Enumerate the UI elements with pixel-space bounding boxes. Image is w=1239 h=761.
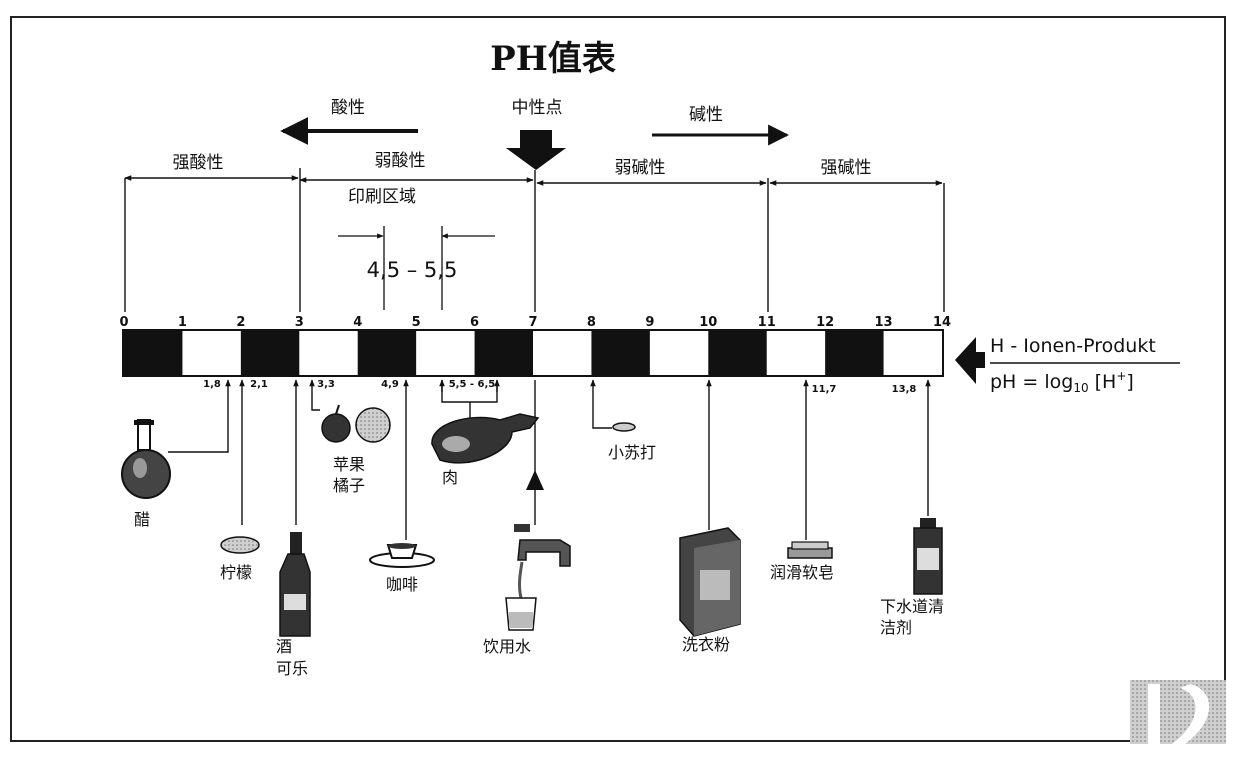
item-detergent: 洗衣粉 — [682, 635, 730, 654]
scale-tick-4: 4 — [353, 315, 362, 330]
item-orange: 橘子 — [333, 476, 365, 495]
item-wine: 酒 — [276, 637, 292, 656]
printing-range-value: 4,5 – 5,5 — [367, 258, 458, 282]
soda-pointer — [590, 379, 612, 429]
scale-tick-13: 13 — [875, 315, 893, 330]
strong-base-label: 强碱性 — [821, 158, 872, 178]
value-2-1: 2,1 — [250, 379, 268, 390]
weak-base-label: 弱碱性 — [615, 158, 666, 178]
item-soda: 小苏打 — [608, 443, 656, 462]
bar-segment-10 — [708, 331, 767, 375]
bar-segment-6 — [474, 331, 533, 375]
tap-icon — [505, 524, 571, 631]
item-cleaner-2: 洁剂 — [880, 618, 912, 637]
value-13-8: 13,8 — [892, 384, 917, 395]
value-4-9: 4,9 — [381, 379, 399, 390]
lemon-icon — [220, 536, 260, 554]
value-11-7: 11,7 — [812, 384, 837, 395]
item-soap: 润滑软皂 — [770, 563, 834, 582]
coffee-cup-icon — [369, 543, 435, 568]
scale-tick-8: 8 — [587, 315, 596, 330]
soap-bar-icon — [787, 541, 833, 559]
scale-tick-11: 11 — [758, 315, 776, 330]
page-border — [10, 16, 1226, 742]
formula-arrow — [955, 337, 976, 384]
apple-orange-icon — [321, 404, 391, 443]
scale-tick-1: 1 — [178, 315, 187, 330]
bar-segment-12 — [825, 331, 884, 375]
scale-tick-5: 5 — [412, 315, 421, 330]
vinegar-pointer — [168, 379, 231, 453]
scale-tick-14: 14 — [933, 315, 951, 330]
water-arrow-head — [526, 470, 544, 490]
bar-segment-8 — [591, 331, 650, 375]
scale-tick-6: 6 — [470, 315, 479, 330]
item-lemon: 柠檬 — [220, 563, 252, 582]
item-cleaner-1: 下水道清 — [880, 597, 944, 616]
scale-tick-2: 2 — [236, 315, 245, 330]
value-1-8: 1,8 — [203, 379, 221, 390]
item-water: 饮用水 — [483, 637, 531, 656]
item-meat: 肉 — [442, 468, 458, 487]
value-3-3: 3,3 — [317, 379, 335, 390]
item-coffee: 咖啡 — [386, 575, 418, 594]
value-meat-range: 5,5 - 6,5 — [449, 379, 496, 390]
corner-logo — [1130, 680, 1226, 744]
formula-product: H - Ionen-Produkt — [990, 335, 1156, 357]
scale-tick-7: 7 — [528, 315, 537, 330]
neutral-label: 中性点 — [512, 98, 563, 118]
cleaner-bottle-icon — [913, 518, 943, 595]
vinegar-flask-icon — [121, 419, 171, 499]
neutral-arrow — [506, 130, 566, 170]
item-cola: 可乐 — [276, 659, 308, 678]
item-apple: 苹果 — [333, 455, 365, 474]
item-vinegar: 醋 — [134, 510, 150, 529]
scale-tick-9: 9 — [645, 315, 654, 330]
bar-segment-4 — [357, 331, 417, 375]
scale-tick-10: 10 — [699, 315, 717, 330]
acidic-label: 酸性 — [331, 98, 365, 118]
ph-bar-outline — [122, 329, 944, 377]
printing-area-label: 印刷区域 — [348, 187, 416, 207]
apple-pointer — [309, 379, 320, 411]
wine-bottle-icon — [279, 532, 311, 637]
bar-segment-2 — [240, 331, 300, 375]
scale-tick-12: 12 — [816, 315, 834, 330]
detergent-box-icon — [679, 527, 741, 637]
alkaline-label: 碱性 — [689, 105, 723, 125]
bar-segment-0 — [124, 331, 183, 375]
soda-tablet-icon — [612, 422, 636, 432]
ph-bar-segments — [124, 331, 884, 375]
strong-acid-label: 强酸性 — [173, 153, 224, 173]
formula-arrow-stem — [975, 352, 985, 368]
page-title: PH值表 — [490, 39, 616, 79]
scale-tick-0: 0 — [119, 315, 128, 330]
weak-acid-label: 弱酸性 — [375, 151, 426, 171]
scale-tick-3: 3 — [295, 315, 304, 330]
meat-icon — [431, 413, 540, 464]
formula-ph: pH = log10 [H+] — [990, 369, 1134, 395]
